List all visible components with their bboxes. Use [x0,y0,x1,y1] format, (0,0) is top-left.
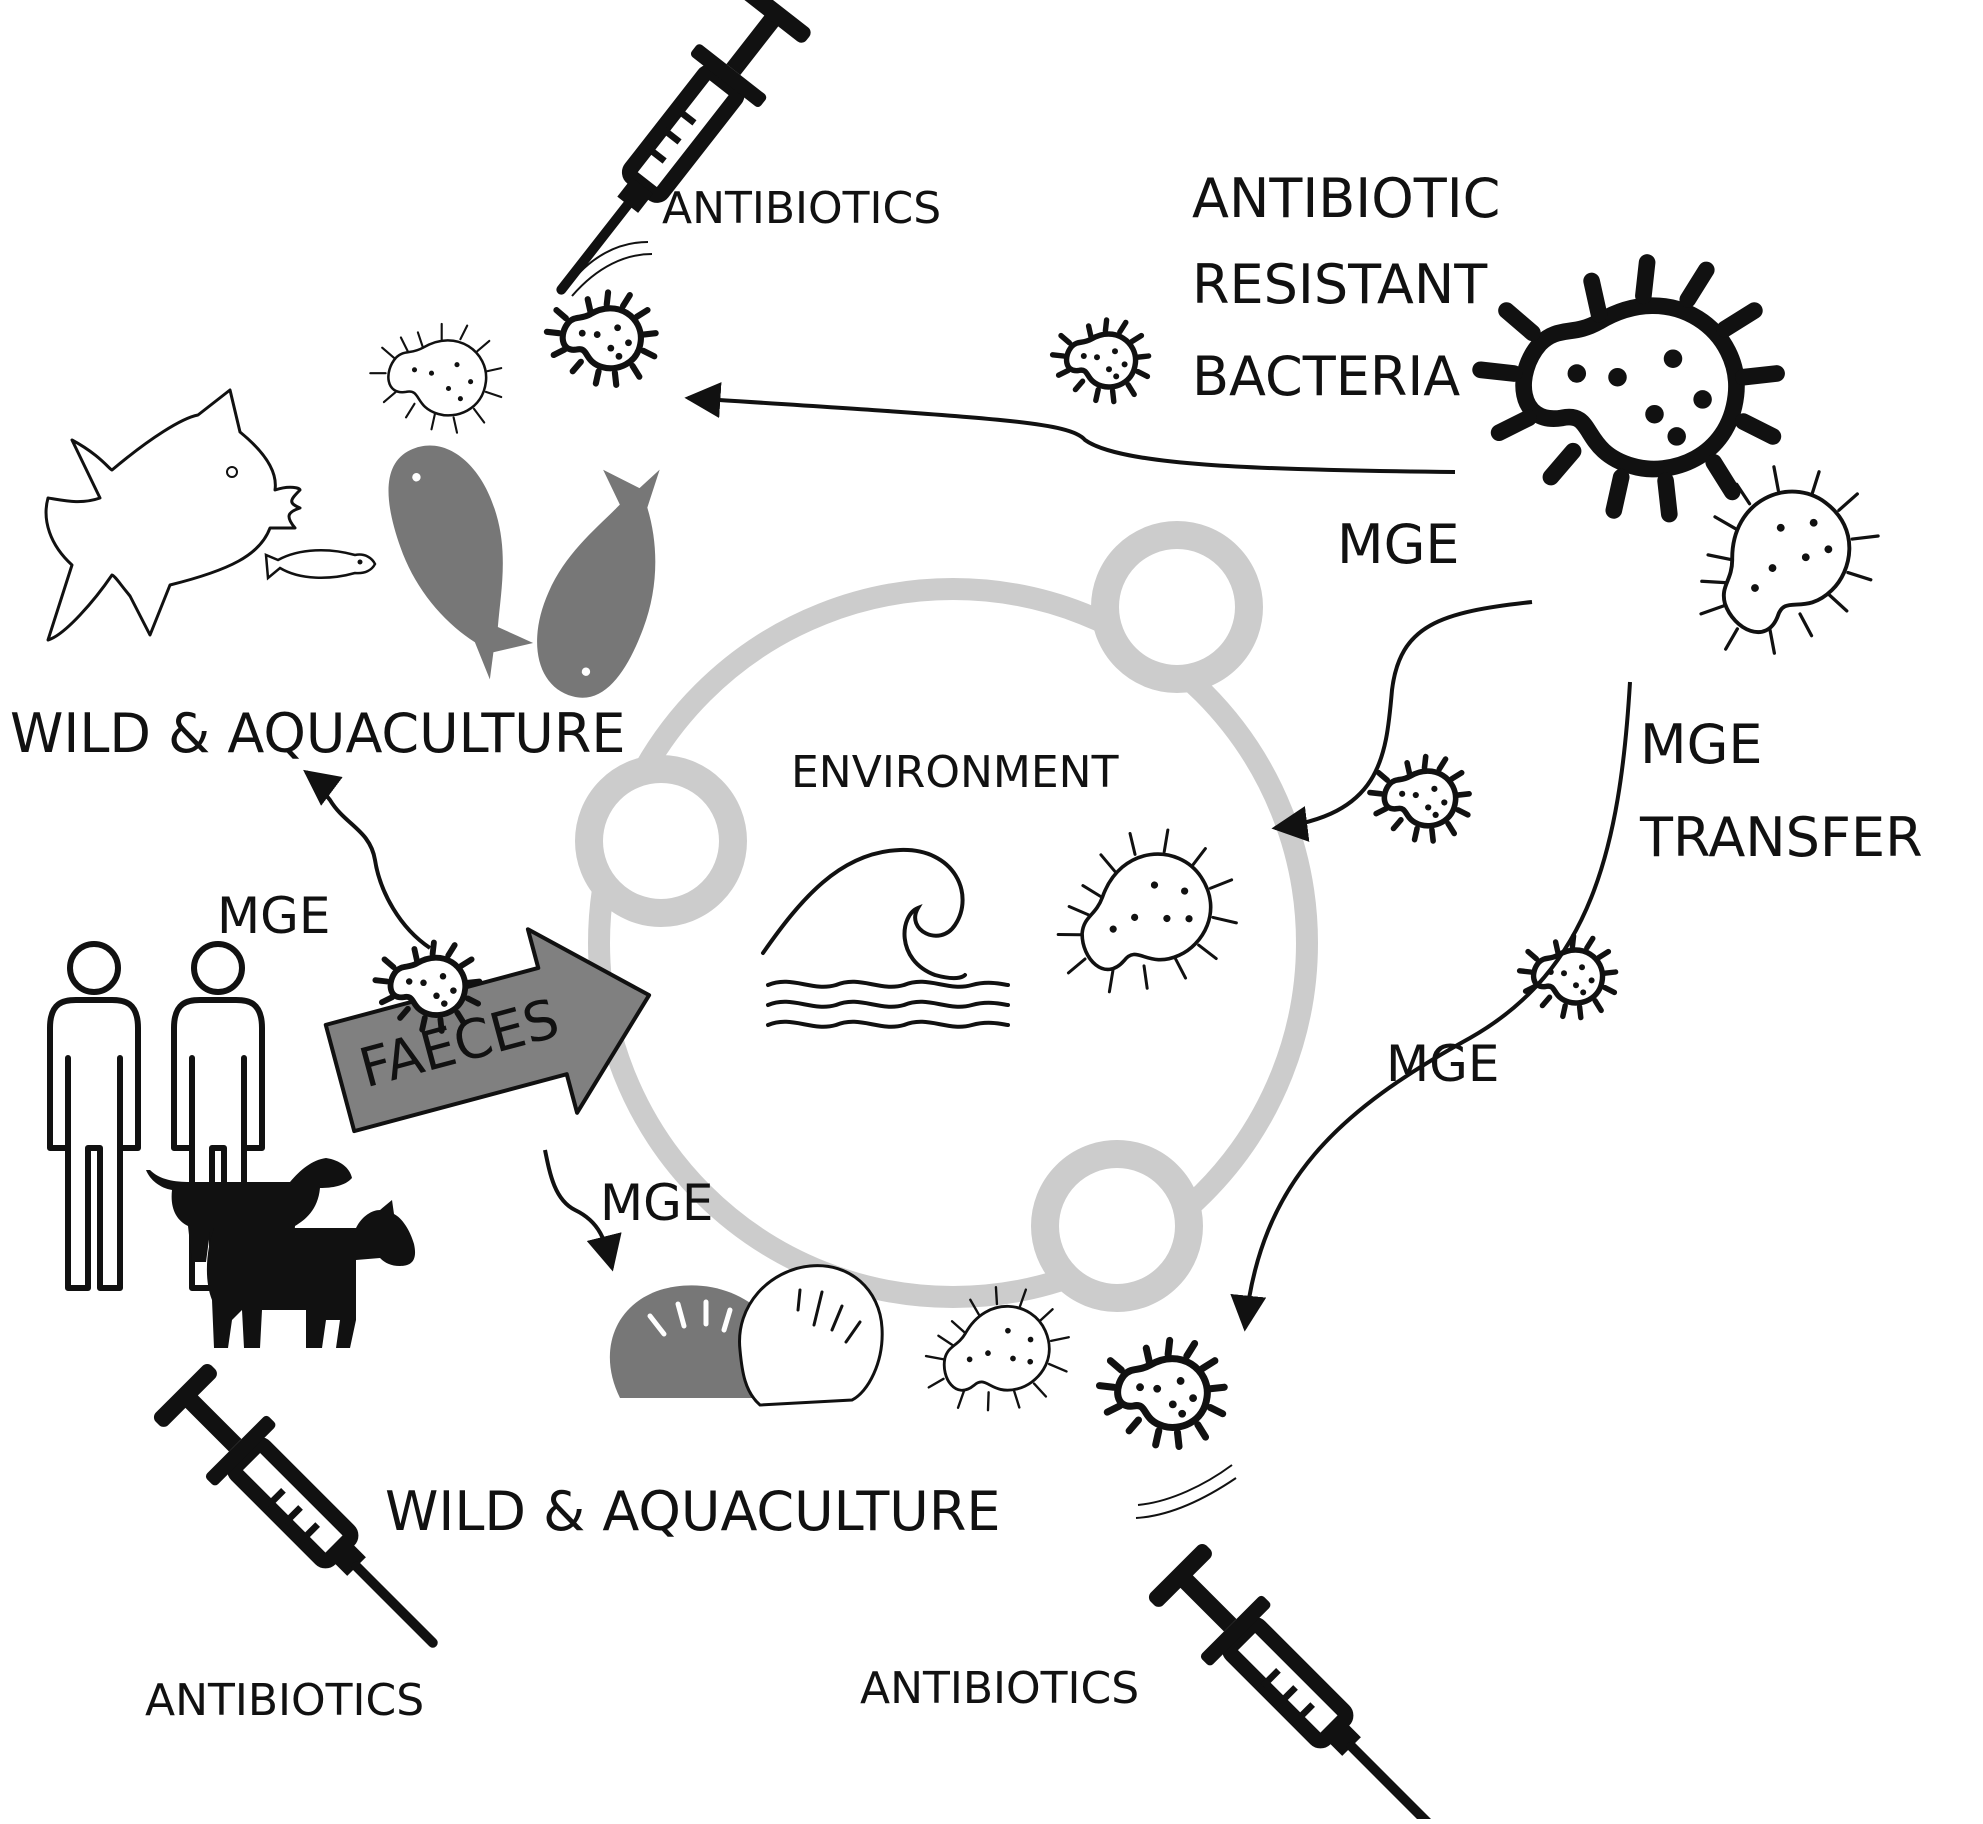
koi-fish-icon [364,427,685,710]
wave-icon [761,847,1010,1029]
antibiotics-bottom-label: ANTIBIOTICS [860,1663,1139,1714]
arb-label-line3: BACTERIA [1192,345,1460,408]
arrow-arb-to-wild [684,382,1456,474]
antibiotics-top-label: ANTIBIOTICS [662,183,941,234]
arb-label-line1: ANTIBIOTIC [1192,167,1500,230]
arrow-mge-to-shell [543,1149,622,1272]
cow-icon [206,1200,416,1348]
flow-arrows [303,382,1632,1332]
dog-icon [146,1158,352,1262]
mge-center-label: MGE [600,1174,713,1232]
arrow-arb-to-bottom-wild [1230,681,1632,1332]
mge-top-right-label: MGE [1337,513,1460,576]
mge-transfer-label-line2: TRANSFER [1639,806,1923,869]
wild-aquaculture-bottom-label: WILD & AQUACULTURE [385,1480,1000,1543]
faeces-arrow: FAECES [323,927,652,1134]
antibiotics-left-label: ANTIBIOTICS [145,1675,424,1726]
mge-left-label: MGE [217,887,330,945]
shell-icon [609,1264,884,1407]
wild-aquaculture-top-label: WILD & AQUACULTURE [10,702,625,765]
environment-cycle [575,521,1318,1312]
mge-transfer-label-line1: MGE [1640,713,1763,776]
arb-label-line2: RESISTANT [1192,253,1488,316]
fish-icon [44,388,377,642]
arrow-arb-to-environment [1271,600,1533,842]
environment-label: ENVIRONMENT [791,747,1119,798]
arrow-mge-to-wild [303,769,432,950]
mge-bottom-right-label: MGE [1386,1035,1499,1093]
